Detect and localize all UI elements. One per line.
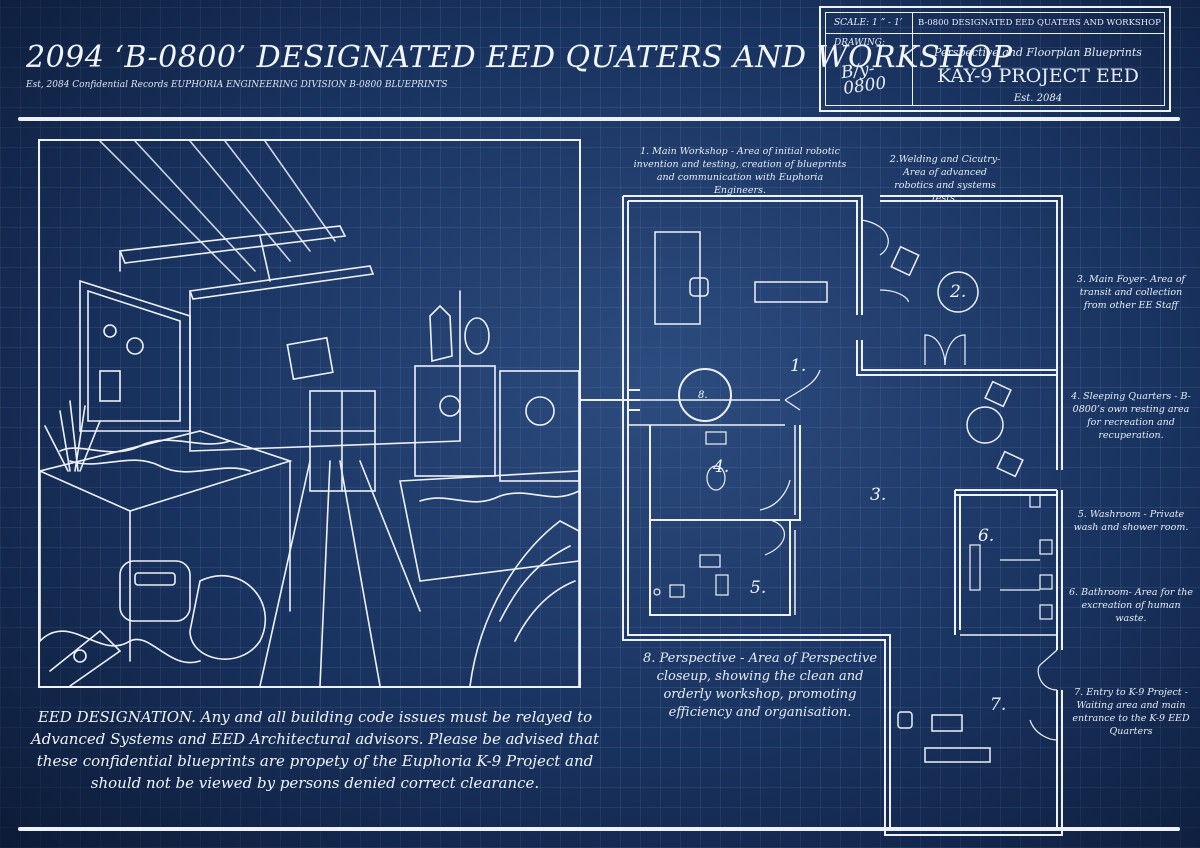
title-block-heading: B-0800 DESIGNATED EED QUATERS AND WORKSH… [918,18,1161,28]
perspective-sketch [40,141,579,686]
room-label-3: 3. [870,485,887,505]
wall [880,200,1058,470]
note-bathroom: 6. Bathroom- Area for the excreation of … [1069,587,1193,624]
drawing-type: Perspective and Floorplan Blueprints [934,46,1142,59]
note-washroom: 5. Washroom - Private wash and shower ro… [1073,509,1189,533]
perspective-drawing-frame [38,139,581,688]
room-label-1: 1. [790,356,807,376]
page-title: 2094 ‘B-0800’ DESIGNATED EED QUATERS AND… [26,40,1013,75]
title-block-divider [826,33,1164,34]
est-date: Est. 2084 [1013,93,1063,104]
wall [622,196,1063,836]
note-main-workshop: 1. Main Workshop - Area of initial robot… [633,146,847,196]
room-label-6: 6. [978,526,995,546]
note-main-foyer: 3. Main Foyer- Area of transit and colle… [1076,274,1186,311]
drawing-label: DRAWING: [834,38,886,48]
disclaimer-text: EED DESIGNATION. Any and all building co… [30,708,600,792]
room-label-4: 4. [713,457,730,477]
project-name: KAY-9 PROJECT EED [937,65,1139,87]
page-subtitle: Est, 2084 Confidential Records EUPHORIA … [26,80,448,90]
title-block: SCALE: 1 ” - 1’ B-0800 DESIGNATED EED QU… [819,6,1171,112]
top-rule [18,117,1180,121]
note-perspective: 8. Perspective - Area of Perspective clo… [642,651,878,720]
room-label-7: 7. [990,695,1007,715]
title-block-divider [912,13,913,105]
bottom-rule [18,827,1180,831]
note-sleeping-quarters: 4. Sleeping Quarters - B-0800’s own rest… [1071,391,1191,441]
note-entry: 7. Entry to K-9 Project - Waiting area a… [1072,687,1190,737]
scale-label: SCALE: 1 ” - 1’ [834,18,903,28]
note-welding: 2.Welding and Cicutry- Area of advanced … [889,154,1001,204]
wall [623,195,863,220]
wall [628,200,858,220]
room-label-2: 2. [950,282,967,302]
room-label-8: 8. [698,390,708,401]
title-block-inner-border: SCALE: 1 ” - 1’ B-0800 DESIGNATED EED QU… [825,12,1165,106]
perspective-room-circle [678,368,732,422]
wall [880,195,1063,470]
room-label-5: 5. [750,578,767,598]
wall [627,201,1058,831]
